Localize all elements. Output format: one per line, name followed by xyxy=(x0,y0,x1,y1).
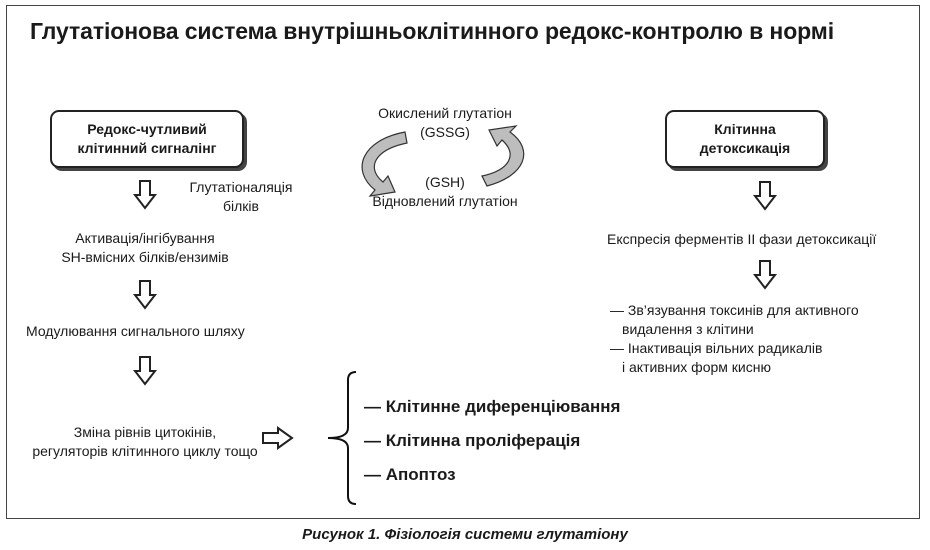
detoxification-line1: Клітинна xyxy=(714,121,776,138)
down-arrow-2 xyxy=(132,280,158,310)
redox-signaling-box: Редокс-чутливий клітинний сигналінг xyxy=(50,110,244,168)
reduced-label: Відновлений глутатіон xyxy=(372,192,518,209)
down-arrow-3 xyxy=(132,356,158,386)
oxidized-glutathione-label: Окислений глутатіон (GSSG) xyxy=(340,104,550,142)
down-arrow-5 xyxy=(752,260,778,290)
activation-line2: SH-вмісних білків/ензимів xyxy=(61,248,229,265)
activation-line1: Активація/інгібування xyxy=(75,230,215,246)
inactivation-line1: — Інактивація вільних радикалів xyxy=(610,339,823,356)
change-line2: регуляторів клітинного циклу тощо xyxy=(32,442,258,459)
outcome-proliferation: — Клітинна проліферація xyxy=(364,431,581,450)
down-arrow-1 xyxy=(132,180,158,210)
outcomes-brace xyxy=(327,371,357,505)
glutathionylation-line2: білків xyxy=(223,197,259,214)
detoxification-box: Клітинна детоксикація xyxy=(665,110,825,168)
reduced-glutathione-label: (GSH) Відновлений глутатіон xyxy=(340,173,550,211)
change-levels-text: Зміна рівнів цитокінів, регуляторів кліт… xyxy=(10,423,280,461)
glutathionylation-text: Глутатіоналяція білків xyxy=(178,178,304,216)
glutathionylation-line1: Глутатіоналяція xyxy=(189,179,293,195)
oxidized-label: Окислений глутатіон xyxy=(378,105,512,121)
detox-effects-list: — Зв’язування токсинів для активного вид… xyxy=(610,301,859,377)
change-line1: Зміна рівнів цитокінів, xyxy=(73,424,217,440)
figure-caption: Рисунок 1. Фізіологія системи глутатіону xyxy=(302,526,628,543)
right-arrow xyxy=(262,426,294,450)
activation-text: Активація/інгібування SH-вмісних білків/… xyxy=(30,229,260,267)
expression-text: Експресія ферментів ІІ фази детоксикації xyxy=(607,231,877,247)
diagram-title: Глутатіонова система внутрішньоклітинног… xyxy=(30,18,835,44)
binding-line1: — Зв’язування токсинів для активного xyxy=(610,302,859,318)
redox-signaling-line2: клітинний сигналінг xyxy=(77,140,217,156)
cycle-arrow-left xyxy=(361,131,408,197)
inactivation-line2: і активних форм кисню xyxy=(622,358,771,375)
outcome-differentiation: — Клітинне диференціювання xyxy=(364,397,621,416)
cycle-arrow-right xyxy=(481,125,525,187)
modulation-text: Модулювання сигнального шляху xyxy=(26,323,245,339)
detoxification-line2: детоксикація xyxy=(699,140,791,156)
binding-line2: видалення з клітини xyxy=(622,320,754,337)
gssg-label: (GSSG) xyxy=(420,123,470,140)
redox-signaling-line1: Редокс-чутливий xyxy=(87,121,207,138)
outcome-apoptosis: — Апоптоз xyxy=(364,465,456,484)
gsh-label: (GSH) xyxy=(425,174,465,190)
down-arrow-4 xyxy=(752,181,778,211)
figure-frame xyxy=(6,5,920,519)
